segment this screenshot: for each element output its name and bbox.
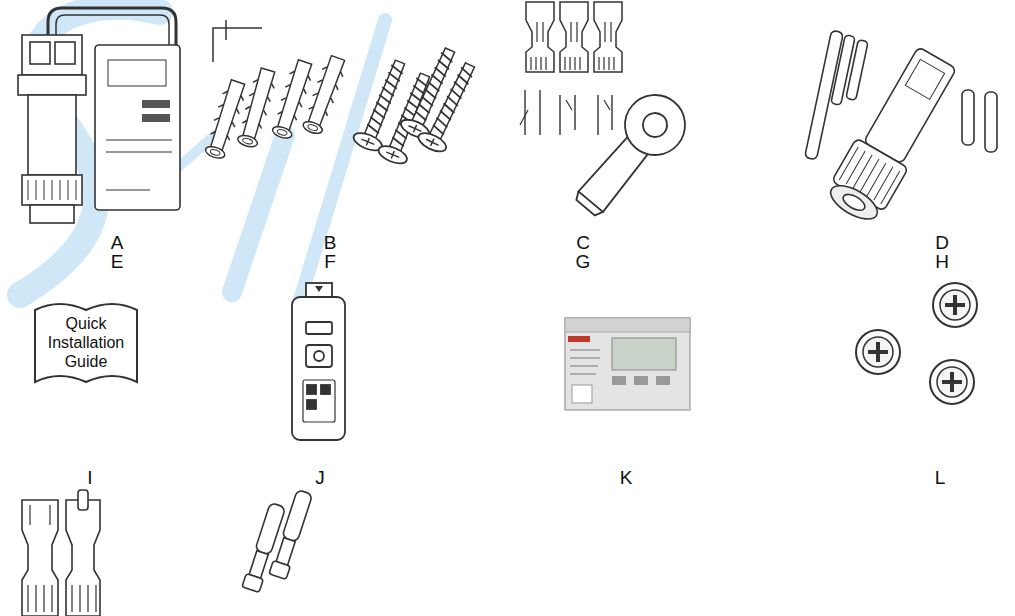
part-letter: A [111,233,124,253]
manual-book: Quick Installation Guide [33,298,139,386]
part-letter: B [324,233,337,253]
pv-connector-halves [22,490,100,616]
book-cover [35,304,137,382]
part-letter: H [935,252,949,272]
book-title: Quick Installation Guide [39,314,133,371]
part-letter: G [576,252,591,272]
pv-connector-pair [18,8,180,223]
watermark [20,7,385,300]
part-letter: I [87,468,92,488]
smart-meter [565,318,690,410]
ac-connector [805,30,997,228]
part-letter: L [935,468,946,488]
ground-screws [856,283,977,404]
crimp-terminals [520,2,697,227]
part-letter: K [620,468,633,488]
wifi-dongle [292,283,345,440]
part-letter: D [935,233,949,253]
connector-pins [242,489,314,592]
part-letter: J [315,468,325,488]
part-letter: E [111,252,124,272]
part-letter: C [576,233,590,253]
part-letter: F [324,252,336,272]
wall-plugs-and-screws [203,20,483,167]
